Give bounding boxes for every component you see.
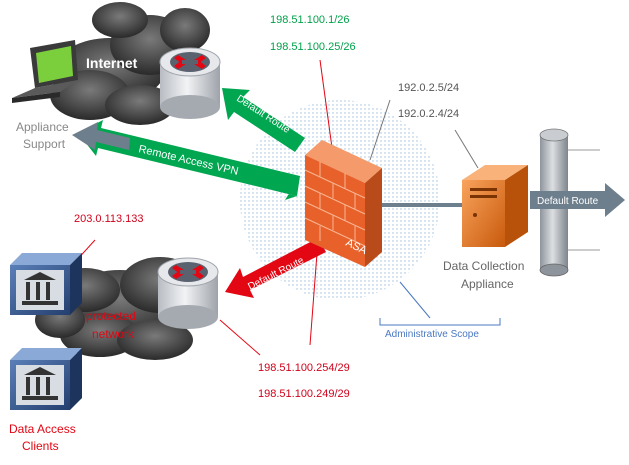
default-route-right-arrow: Default Route [530,183,625,217]
default-route-right-label: Default Route [537,196,599,207]
data-access-clients-label-1: Data Access [9,422,76,436]
bottom-ip-1: 198.51.100.254/29 [258,362,350,374]
appliance-support-label-2: Support [23,137,66,151]
right-ip-2: 192.0.2.4/24 [398,108,459,120]
top-ip-2: 198.51.100.25/26 [270,41,356,53]
bottom-ip-2: 198.51.100.249/29 [258,388,350,400]
data-access-client-icon-2 [10,348,82,410]
protected-network-label-2: network [92,327,135,341]
data-access-clients-label-2: Clients [22,439,59,453]
internet-label: Internet [86,55,138,71]
right-ip-1: 192.0.2.5/24 [398,82,459,94]
top-ip-1: 198.51.100.1/26 [270,14,350,26]
data-collection-appliance-icon [462,165,528,247]
data-collection-appliance-label-1: Data Collection [443,259,524,273]
internet-cloud [50,2,210,125]
asa-firewall-icon: ASA [304,140,382,267]
appliance-support-arrow [72,122,130,150]
data-access-client-icon-1 [10,253,82,315]
data-collection-appliance-label-2: Appliance [461,277,514,291]
protected-network-label-1: protected [86,309,136,323]
appliance-support-label-1: Appliance [16,120,69,134]
protected-network-router-icon [157,257,219,329]
connection-lines [74,59,501,356]
laptop-icon [12,40,78,103]
administrative-scope-label: Administrative Scope [385,329,479,340]
left-ip: 203.0.113.133 [74,213,144,225]
internet-router-icon [159,47,221,119]
